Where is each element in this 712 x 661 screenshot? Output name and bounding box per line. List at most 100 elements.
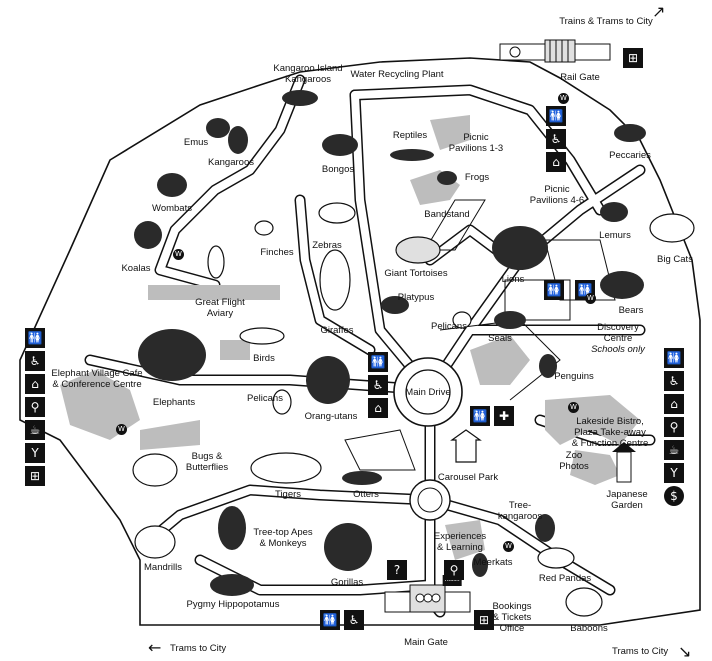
label-trains-trams: Trains & Trams to City [559, 16, 653, 27]
label-pelicans-1: Pelicans [431, 321, 467, 332]
label-giant-tortoises: Giant Tortoises [384, 268, 448, 279]
wheelchair-icon: ♿ [25, 351, 45, 371]
arrow-se-icon: ↘ [678, 642, 692, 661]
label-tree-top-apes: Tree-top Apes& Monkeys [253, 527, 313, 549]
label-red-pandas: Red Pandas [538, 573, 592, 584]
label-pygmy-hippopotamus: Pygmy Hippopotamus [186, 599, 280, 610]
label-gorillas: Gorillas [330, 577, 364, 588]
label-water-recycling: Water Recycling Plant [350, 69, 444, 80]
label-frogs: Frogs [464, 172, 490, 183]
label-orang-utans: Orang-utans [304, 411, 358, 422]
coffee-icon: ☕ [25, 420, 45, 440]
baby-change-icon: ⌂ [368, 398, 388, 418]
label-tree-kangaroos: Tree-kangaroos [497, 500, 543, 522]
label-tigers: Tigers [274, 489, 302, 500]
carousel-shape [450, 429, 482, 463]
toilets-icon: 🚻 [25, 328, 45, 348]
label-pelicans-2: Pelicans [247, 393, 283, 404]
label-wombats: Wombats [152, 203, 192, 214]
wheelchair-icon: ♿ [546, 129, 566, 149]
label-otters: Otters [353, 489, 379, 500]
label-emus: Emus [183, 137, 209, 148]
label-lemurs: Lemurs [599, 230, 631, 241]
baby-change-icon: ⌂ [25, 374, 45, 394]
coffee-icon: ☕ [664, 440, 684, 460]
toilets-icon: 🚻 [320, 610, 340, 630]
label-koalas: Koalas [121, 263, 151, 274]
information-icon: ? [387, 560, 407, 580]
label-main-gate: Main Gate [404, 637, 448, 648]
label-lions: Lions [501, 274, 525, 285]
buildings [60, 115, 640, 560]
label-bugs-butterflies: Bugs &Butterflies [185, 451, 229, 473]
gift-shop-icon: ⊞ [623, 48, 643, 68]
label-trams-left: Trams to City [170, 643, 227, 654]
facilities-picnic: 🚻 ♿ ⌂ [546, 106, 566, 172]
wheelchair-icon: ♿ [664, 371, 684, 391]
label-giraffes: Giraffes [320, 325, 354, 336]
water-fountain-icon: W [173, 249, 184, 260]
label-seals: Seals [488, 333, 512, 344]
atm-icon: $ [664, 486, 684, 506]
facilities-left: 🚻 ♿ ⌂ ⚲ ☕ Y ⊞ [25, 328, 45, 486]
label-elephant-village: Elephant Village Cafe& Conference Centre [51, 368, 143, 390]
arrow-left-icon: ← [148, 638, 162, 657]
label-bears: Bears [618, 305, 644, 316]
water-fountain-icon: W [585, 293, 596, 304]
water-fountain-icon: W [558, 93, 569, 104]
first-aid-icon: ✚ [494, 406, 514, 426]
toilets-icon: 🚻 [546, 106, 566, 126]
label-meerkats: Meerkats [473, 557, 513, 568]
water-fountain-icon: W [503, 541, 514, 552]
gift-shop-icon: ⊞ [25, 466, 45, 486]
restaurant-icon: ⚲ [664, 417, 684, 437]
facilities-right: 🚻 ♿ ⌂ ⚲ ☕ Y $ [664, 348, 684, 506]
label-main-drive: Main Drive [405, 387, 451, 398]
label-bandstand: Bandstand [424, 209, 470, 220]
label-carousel-park: Carousel Park [437, 472, 499, 483]
water-fountain-icon: W [568, 402, 579, 413]
water-fountain-icon: W [116, 424, 127, 435]
restaurant-icon: ⚲ [25, 397, 45, 417]
label-peccaries: Peccaries [609, 150, 651, 161]
toilets-icon: 🚻 [368, 352, 388, 372]
facilities-main-drive: 🚻 ♿ ⌂ [368, 352, 388, 418]
label-trams-right: Trams to City [612, 646, 669, 657]
toilets-icon: 🚻 [544, 280, 564, 300]
zoo-boundary [19, 57, 701, 626]
rail-gate-building [499, 39, 611, 63]
toilets-icon: 🚻 [470, 406, 490, 426]
wheelchair-icon: ♿ [368, 375, 388, 395]
cocktail-icon: Y [25, 443, 45, 463]
restaurant-icon: ⚲ [444, 560, 464, 580]
cocktail-icon: Y [664, 463, 684, 483]
label-big-cats: Big Cats [657, 254, 693, 265]
label-elephants: Elephants [152, 397, 196, 408]
arrow-ne-icon: ↗ [652, 2, 666, 21]
wheelchair-icon: ♿ [344, 610, 364, 630]
gift-shop-icon: ⊞ [474, 610, 494, 630]
label-rail-gate: Rail Gate [560, 72, 600, 83]
label-bongos: Bongos [321, 164, 355, 175]
label-mandrills: Mandrills [143, 562, 183, 573]
label-penguins: Penguins [554, 371, 594, 382]
label-experiences-learning: Experiences& Learning [433, 531, 487, 553]
label-zebras: Zebras [312, 240, 342, 251]
baby-change-icon: ⌂ [546, 152, 566, 172]
label-baboons: Baboons [570, 623, 608, 634]
main-gate-building [384, 584, 471, 613]
label-reptiles: Reptiles [392, 130, 428, 141]
animal-figures [132, 90, 695, 617]
label-finches: Finches [260, 247, 294, 258]
baby-change-icon: ⌂ [664, 394, 684, 414]
label-birds: Birds [253, 353, 275, 364]
